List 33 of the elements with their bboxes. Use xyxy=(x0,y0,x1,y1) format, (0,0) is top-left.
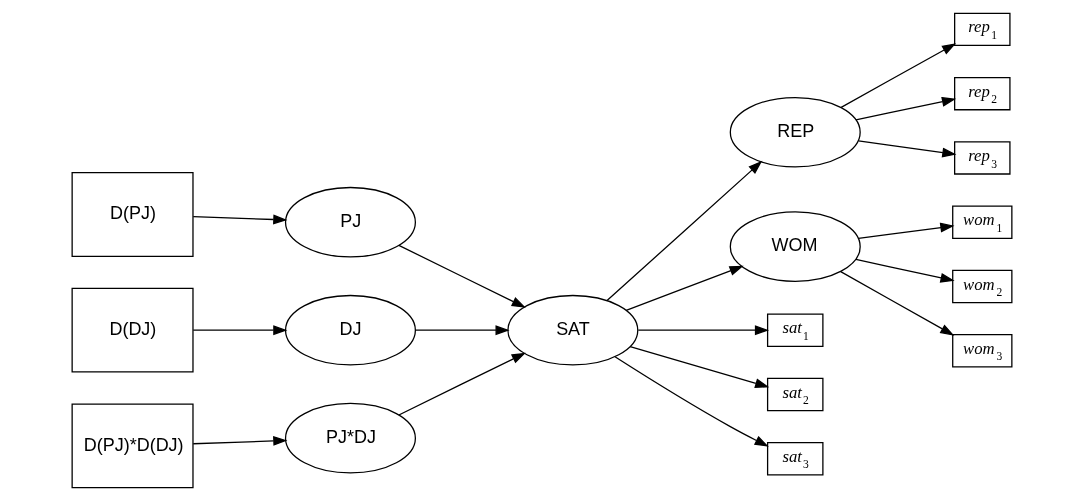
node-ellipse: PJ xyxy=(284,186,417,258)
arrow xyxy=(629,345,770,389)
node-box: rep$_{1}$ xyxy=(954,12,1011,47)
node-ellipse: DJ xyxy=(284,294,417,366)
node-box: sat$_{1}$ xyxy=(766,313,824,347)
node-box: sat$_{3}$ xyxy=(766,442,824,476)
node-box: wom$_{1}$ xyxy=(952,205,1013,239)
node-box: rep$_{2}$ xyxy=(954,76,1011,111)
arrow xyxy=(606,160,763,302)
arrow xyxy=(625,265,744,312)
node-box: wom$_{3}$ xyxy=(952,334,1013,368)
node-box: D(PJ)*D(DJ) xyxy=(71,403,194,489)
node-box: D(DJ) xyxy=(71,287,194,373)
arrow xyxy=(840,270,955,336)
arrow xyxy=(855,96,957,121)
node-ellipse: PJ*DJ xyxy=(284,402,417,474)
arrow xyxy=(192,435,288,446)
arrow xyxy=(857,222,955,240)
node-box: wom$_{2}$ xyxy=(952,269,1013,304)
node-box: D(PJ) xyxy=(71,172,194,257)
node-ellipse: REP xyxy=(729,96,861,168)
arrow xyxy=(192,325,288,336)
arrow xyxy=(192,214,288,225)
arrow xyxy=(637,325,770,336)
arrow xyxy=(398,352,526,416)
arrow xyxy=(614,356,769,447)
node-box: rep$_{3}$ xyxy=(954,141,1011,175)
arrow xyxy=(840,43,957,108)
arrow xyxy=(855,258,955,283)
arrow xyxy=(398,244,526,308)
node-box: sat$_{2}$ xyxy=(766,377,824,412)
arrow xyxy=(857,140,957,158)
arrow xyxy=(415,325,510,336)
